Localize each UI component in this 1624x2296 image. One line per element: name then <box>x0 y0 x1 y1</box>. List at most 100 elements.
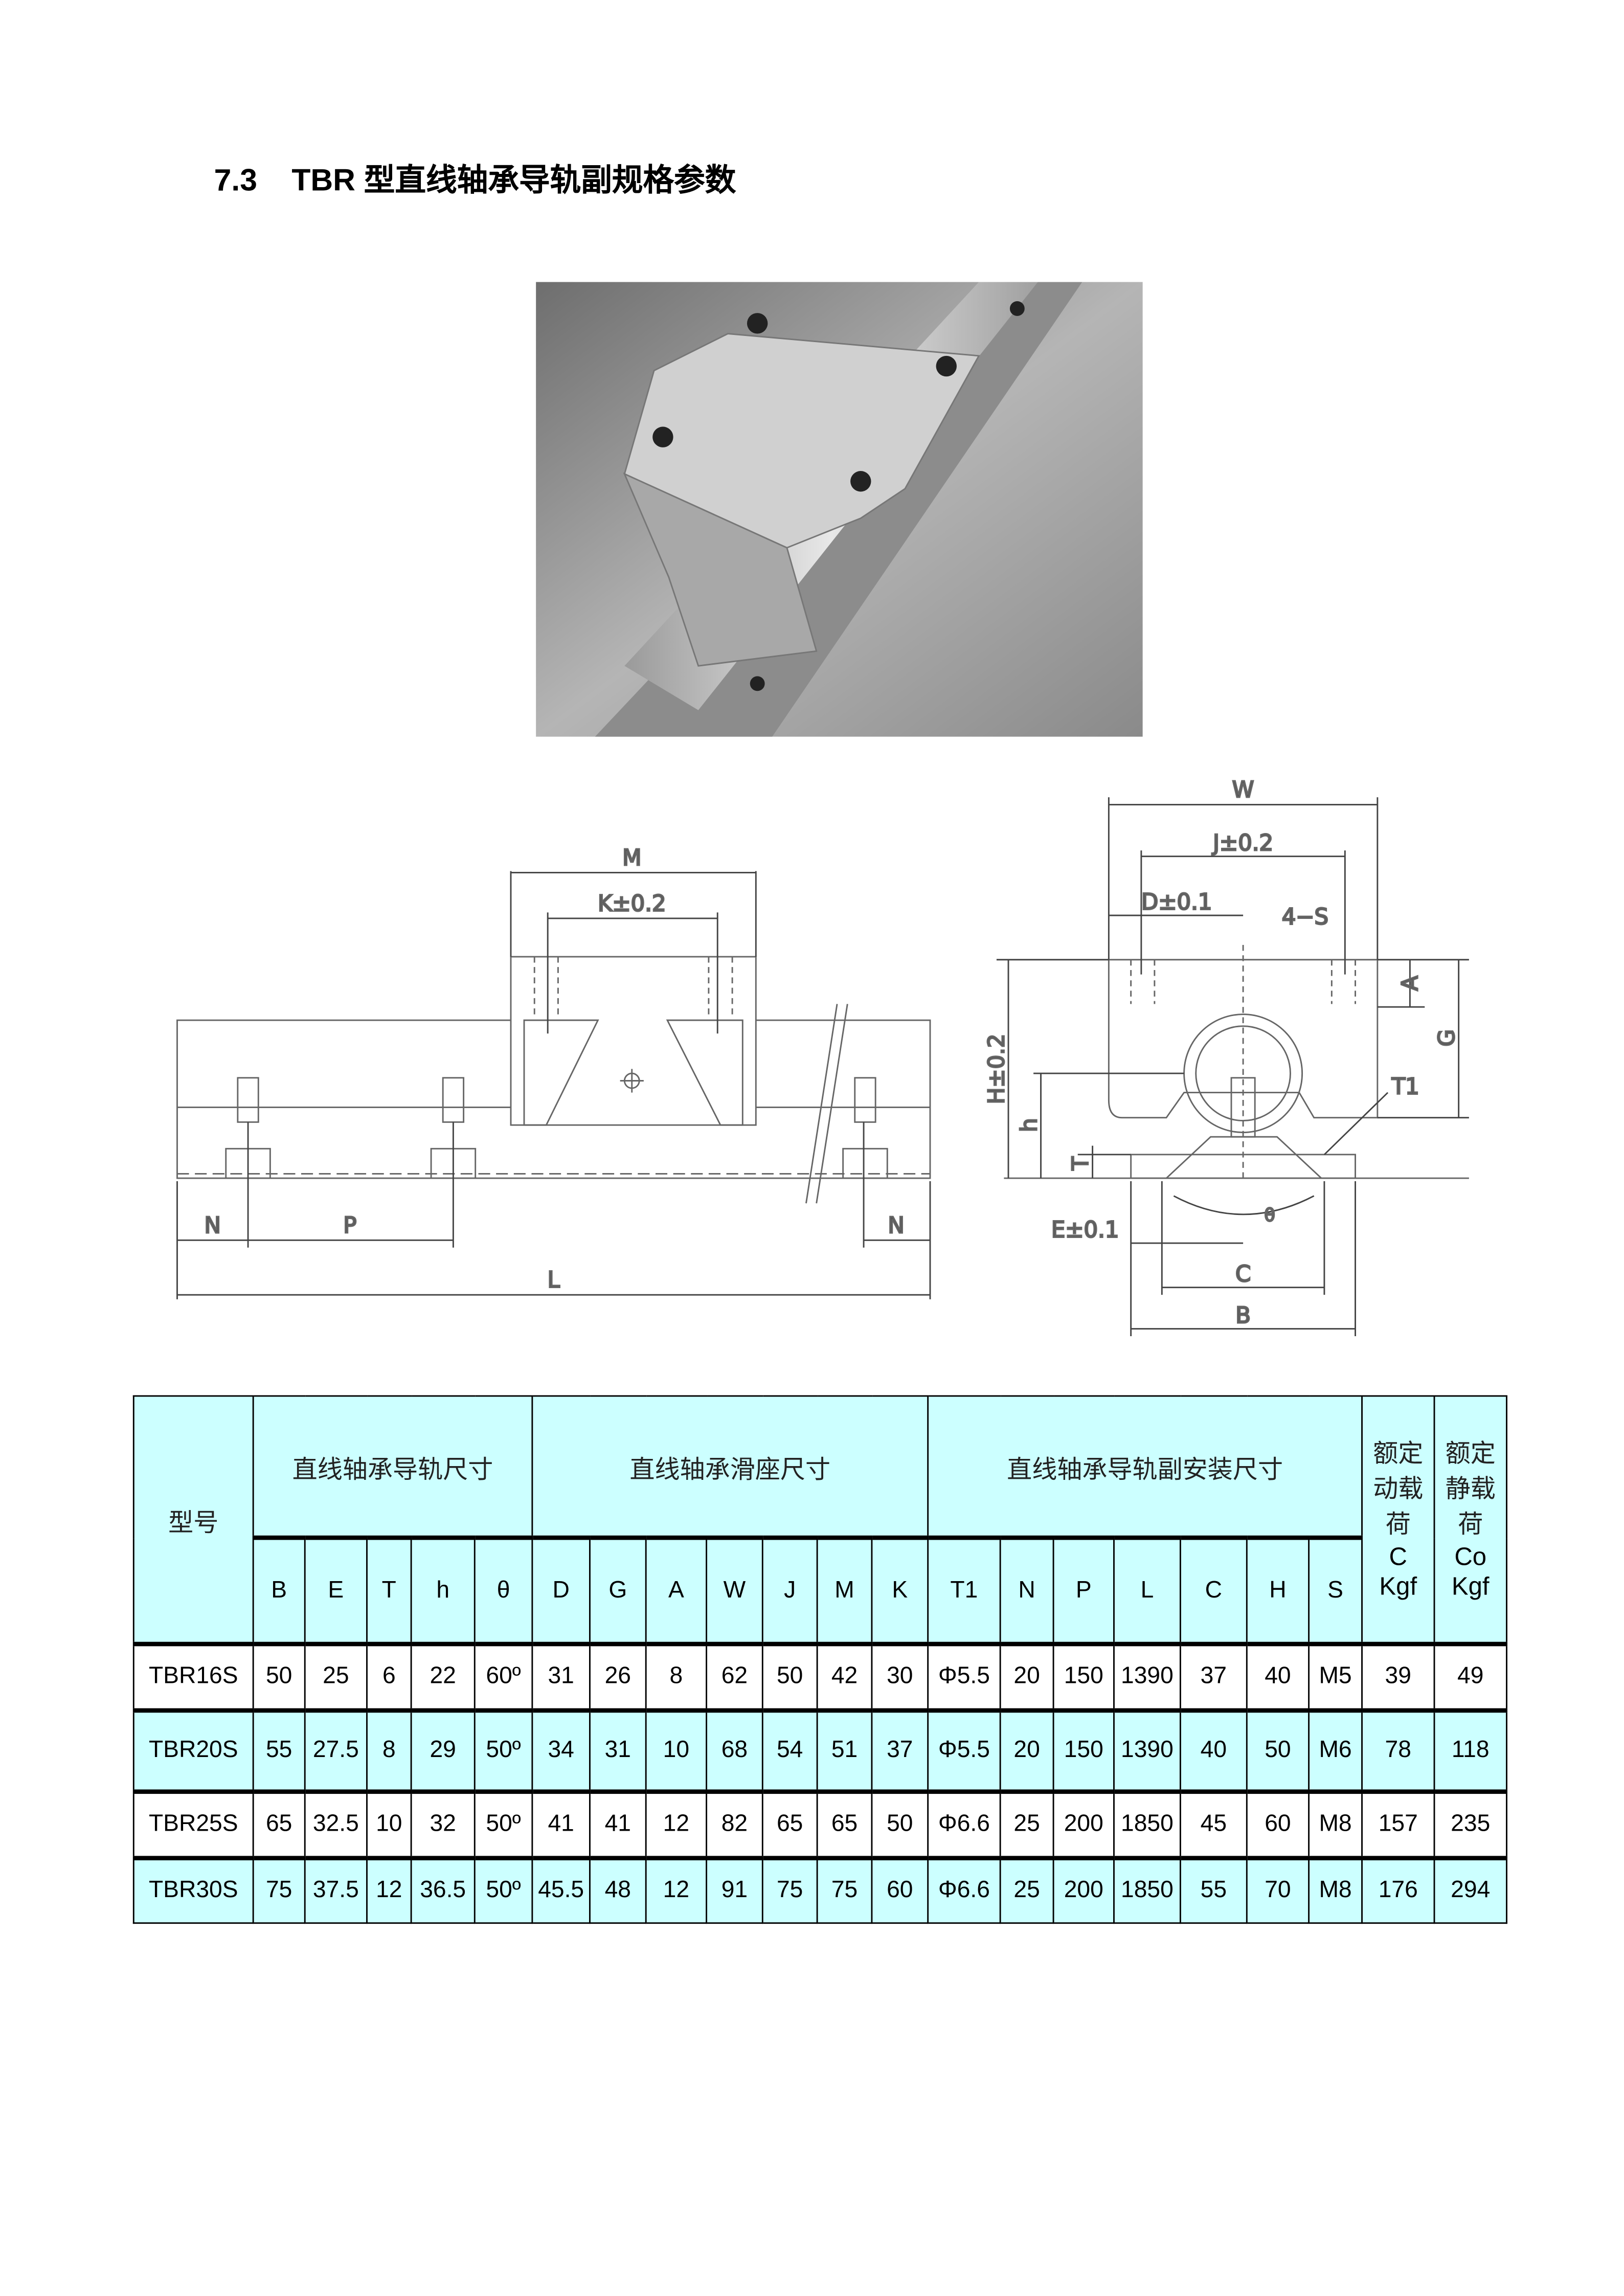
group-header: 直线轴承导轨副安装尺寸 <box>927 1395 1363 1539</box>
dim-L: L <box>548 1268 560 1293</box>
value-cell: 50 <box>871 1789 929 1859</box>
value-cell: 70 <box>1246 1856 1310 1924</box>
value-cell: 32.5 <box>304 1789 368 1859</box>
value-cell: 65 <box>761 1789 818 1859</box>
value-cell: 26 <box>589 1641 647 1712</box>
load-header-line: Kgf <box>1379 1572 1417 1601</box>
column-header: L <box>1113 1535 1181 1645</box>
dim-theta: θ <box>1264 1205 1275 1226</box>
load-header-line: Kgf <box>1451 1572 1490 1601</box>
value-cell: 65 <box>252 1789 306 1859</box>
value-cell: 55 <box>1179 1856 1248 1924</box>
value-cell: 50º <box>473 1708 533 1793</box>
value-cell: 10 <box>366 1789 412 1859</box>
value-cell: Φ5.5 <box>927 1708 1001 1793</box>
dim-W: W <box>1232 777 1254 803</box>
value-cell: 55 <box>252 1708 306 1793</box>
value-cell: 51 <box>816 1708 873 1793</box>
value-cell: 25 <box>999 1856 1054 1924</box>
value-cell: 176 <box>1361 1856 1435 1924</box>
value-cell: 62 <box>706 1641 763 1712</box>
model-header: 型号 <box>132 1395 254 1645</box>
column-header: G <box>589 1535 647 1645</box>
value-cell: 40 <box>1179 1708 1248 1793</box>
load-header-line: 动载 <box>1373 1475 1424 1505</box>
column-header: C <box>1179 1535 1248 1645</box>
front-view-drawing: W J±0.2 D±0.1 4−S A G H±0.2 h T T1 E±0.1… <box>983 777 1469 1337</box>
value-cell: 29 <box>410 1708 476 1793</box>
value-cell: M8 <box>1308 1856 1363 1924</box>
value-cell: 37.5 <box>304 1856 368 1924</box>
column-header: J <box>761 1535 818 1645</box>
value-cell: 27.5 <box>304 1708 368 1793</box>
column-header: B <box>252 1535 306 1645</box>
value-cell: 34 <box>531 1708 591 1793</box>
dim-M: M <box>622 845 641 871</box>
value-cell: 50º <box>473 1856 533 1924</box>
dim-H: H±0.2 <box>984 1034 1009 1105</box>
value-cell: M6 <box>1308 1708 1363 1793</box>
value-cell: 60 <box>871 1856 929 1924</box>
value-cell: 75 <box>252 1856 306 1924</box>
dim-T: T <box>1068 1156 1094 1170</box>
value-cell: 1390 <box>1113 1641 1181 1712</box>
value-cell: 30 <box>871 1641 929 1712</box>
value-cell: 25 <box>304 1641 368 1712</box>
value-cell: 41 <box>589 1789 647 1859</box>
column-header: h <box>410 1535 476 1645</box>
column-header: M <box>816 1535 873 1645</box>
value-cell: 42 <box>816 1641 873 1712</box>
value-cell: 75 <box>816 1856 873 1924</box>
column-header: A <box>645 1535 708 1645</box>
value-cell: 8 <box>366 1708 412 1793</box>
dim-J: J±0.2 <box>1211 830 1273 856</box>
value-cell: 20 <box>999 1641 1054 1712</box>
column-header: H <box>1246 1535 1310 1645</box>
dim-h: h <box>1017 1118 1042 1132</box>
value-cell: 82 <box>706 1789 763 1859</box>
dim-N-left: N <box>205 1213 221 1239</box>
column-header: P <box>1052 1535 1115 1645</box>
value-cell: 31 <box>531 1641 591 1712</box>
value-cell: 118 <box>1433 1708 1507 1793</box>
model-cell: TBR16S <box>132 1641 254 1712</box>
value-cell: 37 <box>871 1708 929 1793</box>
value-cell: 68 <box>706 1708 763 1793</box>
load-header-line: 荷 <box>1458 1510 1483 1540</box>
value-cell: 22 <box>410 1641 476 1712</box>
value-cell: 32 <box>410 1789 476 1859</box>
product-photo <box>536 282 1143 737</box>
value-cell: 37 <box>1179 1641 1248 1712</box>
value-cell: 12 <box>645 1789 708 1859</box>
value-cell: 1850 <box>1113 1789 1181 1859</box>
value-cell: 235 <box>1433 1789 1507 1859</box>
value-cell: 40 <box>1246 1641 1310 1712</box>
value-cell: 41 <box>531 1789 591 1859</box>
load-header-line: 荷 <box>1385 1510 1411 1540</box>
model-cell: TBR30S <box>132 1856 254 1924</box>
value-cell: 91 <box>706 1856 763 1924</box>
value-cell: 150 <box>1052 1641 1115 1712</box>
dim-D: D±0.1 <box>1141 890 1212 915</box>
model-cell: TBR25S <box>132 1789 254 1859</box>
group-header: 直线轴承滑座尺寸 <box>531 1395 929 1539</box>
column-header: W <box>706 1535 763 1645</box>
model-cell: TBR20S <box>132 1708 254 1793</box>
value-cell: 49 <box>1433 1641 1507 1712</box>
dim-G: G <box>1434 1029 1460 1047</box>
value-cell: M8 <box>1308 1789 1363 1859</box>
value-cell: 294 <box>1433 1856 1507 1924</box>
column-header: E <box>304 1535 368 1645</box>
value-cell: 45.5 <box>531 1856 591 1924</box>
value-cell: 8 <box>645 1641 708 1712</box>
value-cell: 36.5 <box>410 1856 476 1924</box>
value-cell: 6 <box>366 1641 412 1712</box>
value-cell: 50 <box>1246 1708 1310 1793</box>
value-cell: 78 <box>1361 1708 1435 1793</box>
dim-C: C <box>1235 1262 1251 1287</box>
